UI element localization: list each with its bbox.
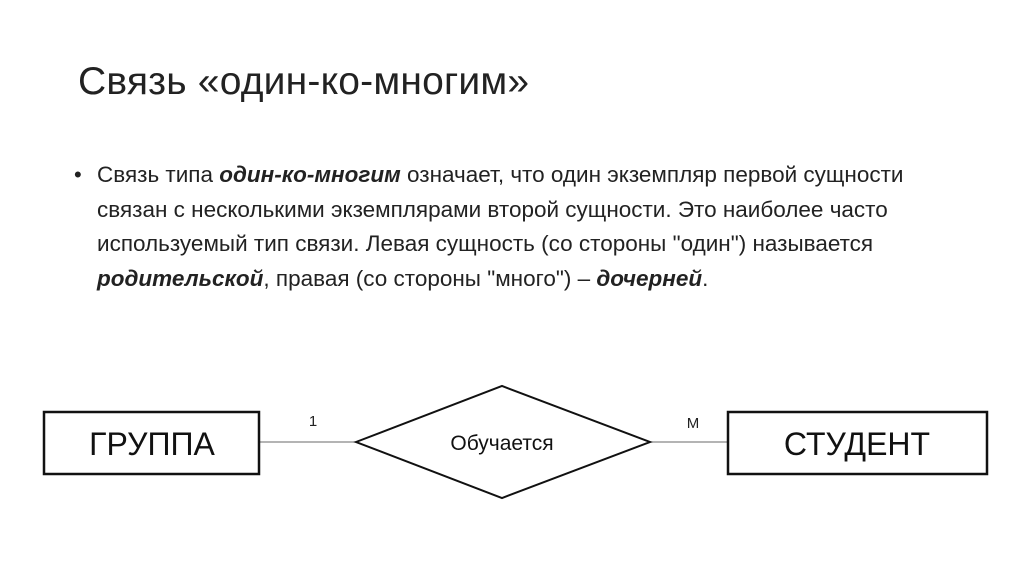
term-parent: родительской bbox=[97, 265, 264, 291]
slide-title: Связь «один-ко-многим» bbox=[78, 60, 530, 103]
entity-label-student: СТУДЕНТ bbox=[784, 426, 930, 462]
bullet-paragraph: Связь типа один-ко-многим означает, что … bbox=[97, 158, 977, 296]
term-child: дочерней bbox=[596, 265, 703, 291]
text-segment: Связь типа bbox=[97, 162, 220, 187]
entity-box-student bbox=[726, 410, 989, 476]
term-one-to-many: один-ко-многим bbox=[219, 162, 401, 187]
relationship-label: Обучается bbox=[450, 432, 553, 455]
text-segment: , правая (со стороны "много") – bbox=[263, 265, 597, 291]
entity-box-group bbox=[42, 410, 261, 476]
relationship-diamond bbox=[353, 384, 653, 500]
entity-label-group: ГРУППА bbox=[89, 426, 215, 462]
cardinality-one: 1 bbox=[309, 413, 317, 430]
text-segment: . bbox=[702, 265, 709, 291]
text-segment: означает, что один экземпляр первой сущн… bbox=[97, 162, 904, 256]
cardinality-many: M bbox=[687, 415, 700, 432]
bullet-marker: • bbox=[74, 162, 82, 187]
